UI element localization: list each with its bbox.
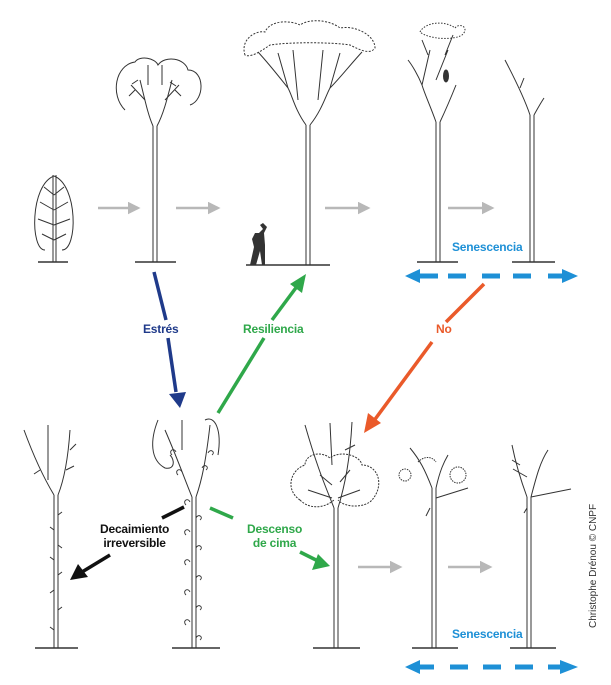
tree-mature <box>243 20 376 266</box>
label-resilience: Resiliencia <box>243 322 304 336</box>
label-top-decline-line2: de cima <box>252 536 297 550</box>
tree-declining-crown <box>398 447 469 649</box>
label-irreversible-decline-line2: irreversible <box>103 536 166 550</box>
label-irreversible-decline-line1: Decaimiento <box>100 522 170 536</box>
tree-dead-epicormic <box>23 425 78 649</box>
label-irreversible-decline: Decaimiento irreversible <box>100 522 169 550</box>
tree-dead-crown <box>510 444 572 649</box>
label-top-decline: Descenso de cima <box>247 522 302 550</box>
senescence-arrow-bottom <box>405 660 578 674</box>
observer-silhouette <box>250 223 267 265</box>
label-top-decline-line1: Descenso <box>247 522 303 536</box>
tree-senescing <box>407 22 466 263</box>
photo-credit: Christophe Drénou © CNPF <box>588 503 599 628</box>
senescence-arrow-top <box>405 269 578 283</box>
tree-stressed <box>152 418 220 649</box>
tree-recovering-crown <box>290 421 380 649</box>
no-arrow <box>364 282 486 433</box>
top-decline-arrow <box>209 506 330 570</box>
tree-dead-snag <box>504 59 555 263</box>
epicormic-shoots <box>170 449 214 641</box>
label-no: No <box>436 322 452 336</box>
label-senescence-bottom: Senescencia <box>452 627 523 641</box>
resilience-arrow <box>216 274 306 414</box>
stress-arrow <box>152 271 186 408</box>
decline-arrow <box>70 505 185 580</box>
tree-sapling <box>34 175 74 263</box>
label-stress: Estrés <box>143 322 179 336</box>
label-senescence-top: Senescencia <box>452 240 523 254</box>
tree-young <box>115 57 202 263</box>
